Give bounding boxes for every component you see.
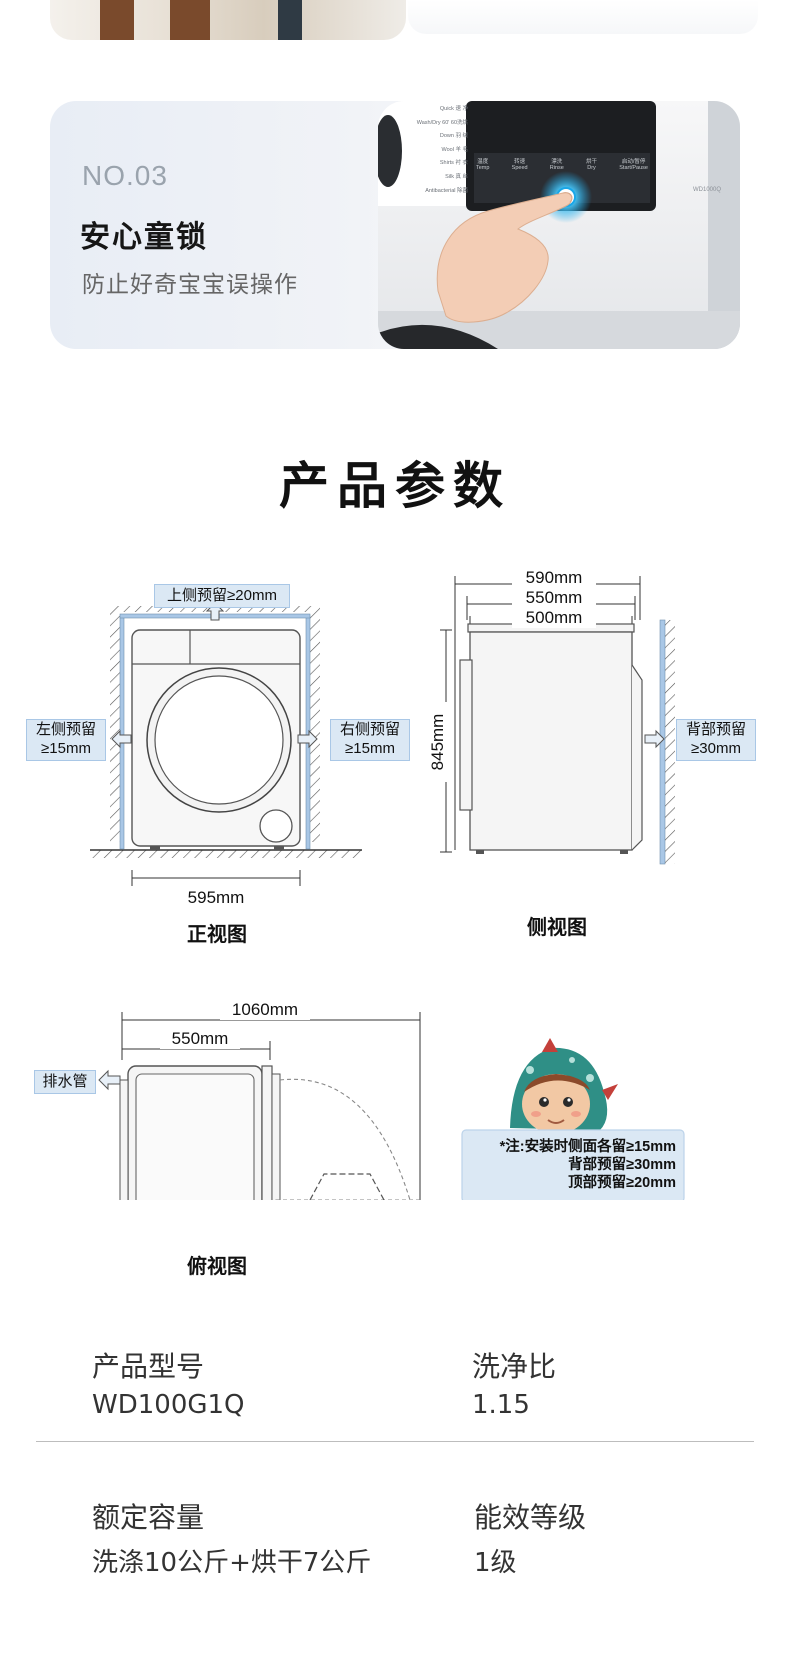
side-view-diagram: [440, 576, 675, 865]
front-width-label: 595mm: [187, 888, 245, 907]
program-item: Wash/Dry 60' 60洗烘: [416, 119, 468, 126]
program-item: Antibacterial 除菌: [425, 187, 468, 194]
top-open-depth-label: 1060mm: [220, 1000, 310, 1020]
side-depth-500: 500mm: [512, 608, 596, 628]
side-depth-550: 550mm: [512, 588, 596, 608]
feature-number: NO.03: [82, 160, 168, 191]
side-depth-590: 590mm: [512, 568, 596, 588]
spec-label-wash-ratio: 洗净比: [472, 1350, 557, 1383]
top-view-diagram: [98, 1012, 421, 1200]
svg-text:WD1000Q: WD1000Q: [693, 187, 721, 193]
mascot-illustration: [510, 1038, 618, 1134]
top-clearance-label: 上侧预留≥20mm: [154, 584, 290, 608]
installation-diagrams: [90, 576, 685, 1200]
spec-label-model: 产品型号: [92, 1350, 205, 1383]
right-clearance-label: 右侧预留≥15mm: [330, 719, 410, 761]
spec-value-energy-class: 1级: [474, 1548, 517, 1578]
front-view-diagram: [90, 602, 362, 886]
installation-note: *注:安装时侧面各留≥15mm 背部预留≥30mm 顶部预留≥20mm: [499, 1139, 676, 1191]
program-list: Quick 速 净 Wash/Dry 60' 60洗烘 Down 羽 绒 Woo…: [382, 103, 468, 198]
side-view-caption: 侧视图: [527, 915, 587, 939]
feature-subtitle: 防止好奇宝宝误操作: [82, 272, 298, 298]
curtain-right: [170, 0, 210, 40]
left-clearance-label: 左侧预留≥15mm: [26, 719, 106, 761]
front-view-caption: 正视图: [187, 922, 247, 946]
program-item: Quick 速 净: [439, 106, 468, 112]
top-right-panel: [408, 0, 758, 34]
spec-label-capacity: 额定容量: [92, 1501, 205, 1534]
note-box: [461, 1129, 685, 1200]
feature-title: 安心童锁: [80, 220, 208, 255]
washer-control-panel-illustration: WD1000Q: [378, 101, 740, 349]
spec-label-energy-class: 能效等级: [474, 1501, 587, 1534]
program-item: Down 羽 绒: [439, 133, 468, 140]
top-body-depth-label: 550mm: [160, 1029, 240, 1049]
drain-pipe-label: 排水管: [34, 1070, 96, 1094]
spec-value-model: WD100G1Q: [92, 1390, 245, 1420]
top-lifestyle-photo: [50, 0, 406, 40]
program-item: Shirts 衬 衣: [439, 160, 468, 167]
curtain-left: [100, 0, 134, 40]
spec-value-wash-ratio: 1.15: [472, 1390, 530, 1420]
section-title: 产品参数: [279, 457, 511, 515]
top-view-caption: 俯视图: [187, 1254, 247, 1278]
program-item: Wool 羊 毛: [441, 146, 469, 153]
program-item: Silk 真 丝: [445, 173, 468, 180]
back-clearance-label: 背部预留≥30mm: [676, 719, 756, 761]
person-figure: [278, 0, 302, 40]
spec-divider: [36, 1441, 754, 1442]
side-height-label: 845mm: [428, 702, 448, 782]
child-lock-photo: WD1000Q Quick 速 净 Wash/Dry 60' 60洗烘 Down…: [378, 101, 740, 349]
spec-value-capacity: 洗涤10公斤+烘干7公斤: [92, 1548, 372, 1578]
